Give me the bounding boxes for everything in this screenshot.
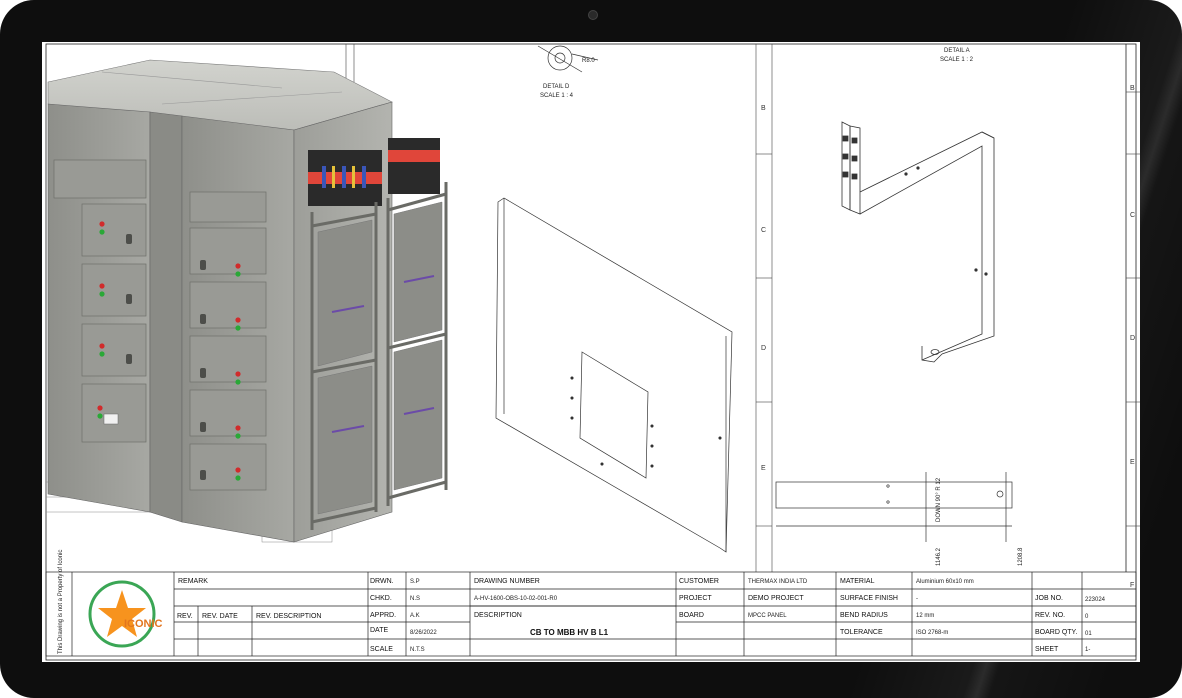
bend-radius-label: BEND RADIUS [840,612,888,619]
date-label: DATE [370,627,388,634]
job-no-label: JOB NO. [1035,595,1063,602]
project-value: DEMO PROJECT [748,595,804,602]
bend-radius-value: 12 mm [916,613,934,619]
material-value: Aluminium 60x10 mm [916,579,974,585]
apprd-value: A.K [410,613,420,619]
busbar-bracket-view [841,121,995,363]
surface-finish-value: - [916,596,918,602]
detail-a-scale: SCALE 1 : 2 [940,57,974,63]
zone-letter-b-inner: B [761,105,766,112]
date-value: 8/26/2022 [410,630,437,636]
zone-letter-e: E [1130,459,1135,466]
plate-isometric-view [495,197,733,553]
drwn-label: DRWN. [370,578,394,585]
rev-date-label: REV. DATE [202,613,238,620]
rev-label: REV. [177,613,193,620]
detail-d-dim: R8.0 [582,58,595,64]
tolerance-value: ISO 2768-m [916,630,948,636]
zone-letter-f: F [1130,582,1134,589]
side-note: This Drawing is not a Property of Iconic [58,550,64,654]
svg-text:ICONIC: ICONIC [124,618,163,630]
rev-no-value: 0 [1085,614,1089,620]
dim-1146: 1146.2 [936,547,942,566]
customer-label: CUSTOMER [679,578,719,585]
camera-dot [588,10,598,20]
description-label: DESCRIPTION [474,612,522,619]
drawing-number-label: DRAWING NUMBER [474,578,540,585]
board-label: BOARD [679,612,704,619]
switchgear-3d-render [47,59,448,543]
surface-finish-label: SURFACE FINISH [840,595,898,602]
zone-letter-d-inner: D [761,345,766,352]
board-qty-value: 01 [1085,631,1092,637]
project-label: PROJECT [679,595,712,602]
drawing-sheet[interactable]: B C D E F B C D E [42,42,1140,662]
title-block [45,571,1137,657]
detail-d-scale: SCALE 1 : 4 [540,93,574,99]
detail-d-title: DETAIL D [543,84,570,90]
remark-label: REMARK [178,578,208,585]
customer-value: THERMAX INDIA LTD [748,579,808,585]
detail-d-view [537,45,599,73]
board-qty-label: BOARD QTY. [1035,629,1077,636]
material-label: MATERIAL [840,578,875,585]
zone-letter-c: C [1130,212,1135,219]
chkd-label: CHKD. [370,595,392,602]
scale-label: SCALE [370,646,393,653]
rev-desc-label: REV. DESCRIPTION [256,613,321,620]
sheet-label: SHEET [1035,646,1059,653]
drwn-value: S.P [410,579,420,585]
tolerance-label: TOLERANCE [840,629,883,636]
detail-a-title: DETAIL A [944,48,970,54]
rev-no-label: REV. NO. [1035,612,1065,619]
drawing-number-value: A-HV-1600-OBS-10-02-001-R0 [474,596,558,602]
zone-letter-d: D [1130,335,1135,342]
zone-letter-b: B [1130,85,1135,92]
cad-drawing-canvas: B C D E F B C D E [45,43,1140,661]
board-value: MPCC PANEL [748,613,787,619]
zone-letter-e-inner: E [761,465,766,472]
sheet-value: 1- [1085,647,1090,653]
iconic-logo: ICONIC [88,580,163,648]
dim-1208: 1208.8 [1018,547,1024,566]
zone-letter-c-inner: C [761,227,766,234]
job-no-value: 223024 [1085,597,1106,603]
apprd-label: APPRD. [370,612,396,619]
description-value: CB TO MBB HV B L1 [530,628,609,637]
chkd-value: N.S [410,596,420,602]
down-bend-label: DOWN 90° R 12 [936,477,942,522]
bar-section-view [775,472,1013,542]
scale-value: N.T.S [410,647,425,653]
